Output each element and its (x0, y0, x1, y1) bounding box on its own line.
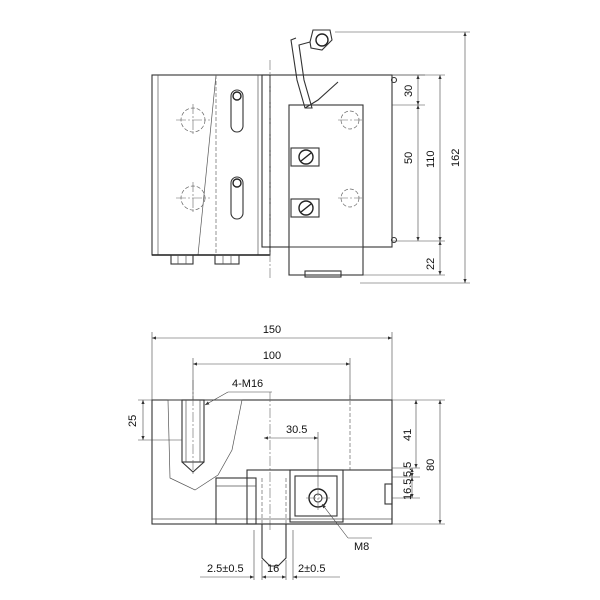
front-stem (261, 478, 287, 567)
housing-hole-upper (338, 110, 362, 130)
dim-80-label: 80 (425, 459, 437, 471)
hex-nut-left (170, 254, 194, 265)
dim-41-label: 41 (402, 429, 414, 441)
adjust-slot-upper (230, 89, 244, 133)
dim-30-5-label: 30.5 (286, 424, 307, 436)
terminal-screw-upper (290, 147, 320, 167)
thread-callout-4-m16: 4-M16 (232, 378, 263, 390)
thread-callout-m8: M8 (354, 541, 369, 553)
dim-2-5-tolerance-label: 2.5±0.5 (207, 563, 244, 575)
dim-150-label: 150 (263, 324, 281, 336)
front-body (151, 380, 393, 532)
dim-5-5-label: 5.5 (402, 462, 414, 477)
hex-nut-right (214, 254, 240, 265)
front-switch (215, 469, 393, 525)
dim-50-label: 50 (403, 152, 415, 164)
mounting-hole-lower (176, 182, 210, 214)
dim-30-label: 30 (403, 85, 415, 97)
front-view: 150 100 4-M16 25 30.5 41 (127, 324, 445, 580)
front-view-dimensions: 150 100 4-M16 25 30.5 41 (127, 324, 445, 580)
m8-bolt (306, 486, 330, 510)
mounting-hole-upper (176, 104, 210, 136)
dim-110-label: 110 (425, 150, 437, 168)
adjust-slot-lower (230, 176, 244, 220)
dim-162-label: 162 (450, 149, 462, 167)
dim-2-tolerance-label: 2±0.5 (298, 563, 325, 575)
top-view: 30 50 110 162 22 (151, 29, 470, 284)
terminal-screw-lower (290, 198, 320, 218)
housing-hole-lower (338, 188, 362, 208)
dim-16-label: 16 (267, 563, 279, 575)
top-view-dimensions: 30 50 110 162 22 (335, 31, 470, 284)
switch-housing (261, 29, 398, 278)
dim-25-label: 25 (127, 415, 139, 427)
dim-100-label: 100 (263, 350, 281, 362)
left-mounting-plate (151, 74, 271, 265)
dim-16-5-label: 16.5 (402, 479, 414, 500)
dim-22-label: 22 (425, 258, 437, 270)
